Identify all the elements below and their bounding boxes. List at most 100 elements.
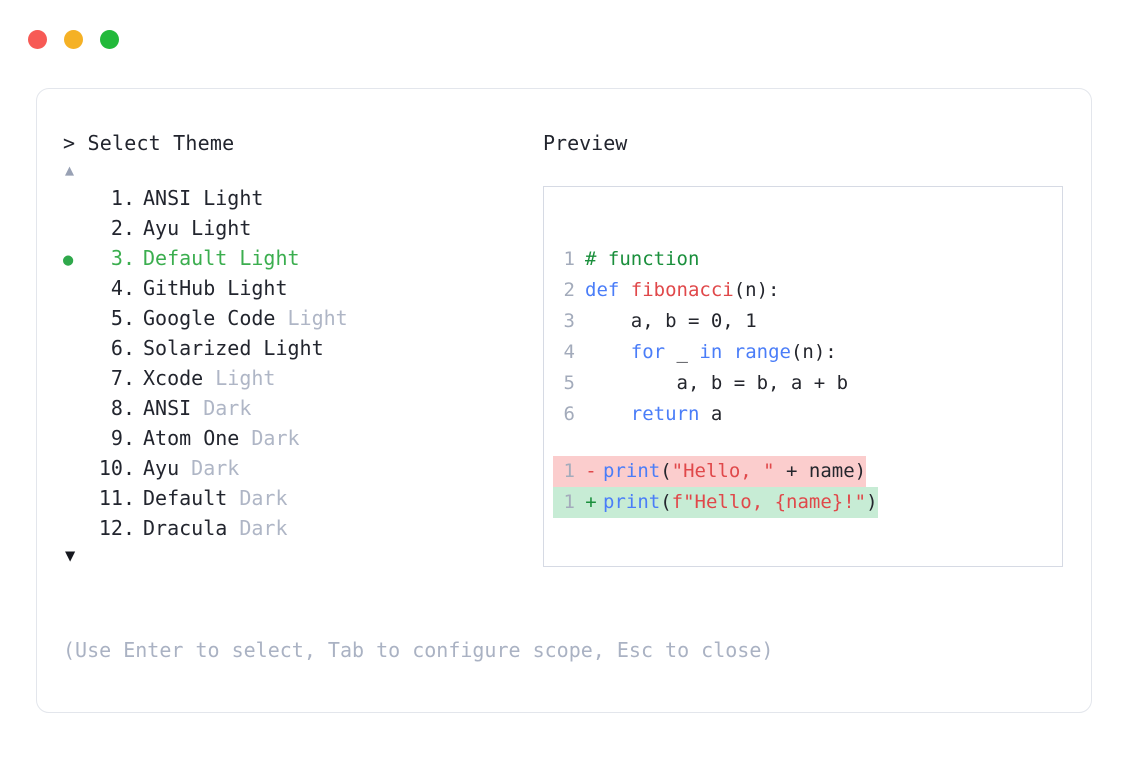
code-token: ( [660, 491, 672, 513]
theme-item-variant: Light [263, 336, 324, 360]
code-token: ) [866, 491, 878, 513]
theme-item-variant: Dark [203, 396, 252, 420]
line-number: 1 [563, 248, 575, 270]
theme-item-variant: Dark [251, 426, 300, 450]
diff-line-minus: 1-print("Hello, " + name) [553, 456, 867, 487]
code-token: _ [665, 341, 700, 363]
theme-item-name: Default [143, 486, 240, 510]
scroll-down-arrow[interactable]: ▼ [65, 546, 76, 566]
theme-item-variant: Light [203, 186, 264, 210]
theme-item-number: 6. [110, 336, 135, 360]
code-line: 5 a, b = b, a + b [553, 368, 1058, 399]
theme-item-number: 5. [110, 306, 135, 330]
theme-item-number: 12. [98, 516, 135, 540]
theme-item-name: Atom One [143, 426, 252, 450]
code-token [722, 341, 733, 363]
theme-list-item[interactable]: 8.ANSI Dark [63, 393, 533, 423]
code-token: in [699, 341, 723, 363]
code-token: "Hello, " [671, 460, 775, 482]
code-token: # function [585, 248, 700, 270]
line-number: 3 [563, 310, 575, 332]
code-line: 1 # function [553, 244, 1058, 275]
code-text: return a [585, 399, 723, 430]
code-token: def [585, 279, 631, 301]
diff-line-plus: 1 + print(f"Hello, {name}!") [553, 487, 878, 518]
theme-item-variant: Light [287, 306, 348, 330]
prompt-label: > Select Theme [63, 131, 235, 155]
keyboard-help: (Use Enter to select, Tab to configure s… [63, 638, 774, 662]
theme-item-variant: Light [191, 216, 252, 240]
code-token [585, 403, 631, 425]
code-token: for [630, 341, 666, 363]
code-token: , [722, 310, 746, 332]
theme-item-name: Google Code [143, 306, 288, 330]
code-line: 4 for _ in range(n): [553, 337, 1058, 368]
code-token: print [603, 460, 661, 482]
code-token: a, b = b, a + b [585, 372, 849, 394]
theme-list-item[interactable]: 10. Ayu Dark [63, 453, 533, 483]
code-token: a, b = [585, 310, 711, 332]
code-token: (n): [790, 341, 837, 363]
theme-item-name: GitHub [143, 276, 228, 300]
theme-list-item[interactable]: ●3.Default Light [63, 243, 533, 273]
code-token [585, 341, 631, 363]
line-number: 1 [563, 460, 575, 482]
line-number: 5 [563, 372, 575, 394]
theme-item-name: Solarized [143, 336, 264, 360]
code-token: ( [660, 460, 672, 482]
theme-item-name: ANSI [143, 186, 204, 210]
code-token: fibonacci [630, 279, 734, 301]
maximize-button[interactable] [100, 30, 119, 49]
line-number: 1 [563, 491, 575, 513]
minimize-button[interactable] [64, 30, 83, 49]
diff-sign: + [585, 491, 597, 513]
scroll-up-arrow[interactable]: ▲ [65, 161, 75, 179]
theme-list-item[interactable]: 9.Atom One Dark [63, 423, 533, 453]
code-line: 6 return a [553, 399, 1058, 430]
line-number: 4 [563, 341, 575, 363]
theme-list-item[interactable]: 1. ANSI Light [63, 183, 533, 213]
code-token: 0 [710, 310, 723, 332]
theme-list-item[interactable]: 2.Ayu Light [63, 213, 533, 243]
preview-title: Preview [543, 131, 628, 155]
theme-list-item[interactable]: 5. Google Code Light [63, 303, 533, 333]
theme-item-number: 10. [98, 456, 135, 480]
theme-list-item[interactable]: 7.Xcode Light [63, 363, 533, 393]
code-line: 3 a, b = 0, 1 [553, 306, 1058, 337]
code-token: range [733, 341, 791, 363]
window-controls [28, 30, 119, 49]
theme-list-item[interactable]: 11. Default Dark [63, 483, 533, 513]
theme-item-name: Default [143, 246, 240, 270]
close-button[interactable] [28, 30, 47, 49]
theme-item-number: 2. [110, 216, 135, 240]
theme-item-variant: Light [227, 276, 288, 300]
theme-item-variant: Dark [191, 456, 240, 480]
code-token: 1 [745, 310, 757, 332]
theme-item-number: 4. [110, 276, 135, 300]
code-text: # function [585, 244, 699, 275]
code-token: + name) [774, 460, 867, 482]
code-text: print(f"Hello, {name}!") [603, 487, 878, 518]
theme-item-name: Ayu [143, 456, 192, 480]
theme-item-name: Xcode [143, 366, 216, 390]
theme-list-item[interactable]: 12. Dracula Dark [63, 513, 533, 543]
code-text: a, b = b, a + b [585, 368, 849, 399]
theme-item-number: 11. [98, 486, 135, 510]
theme-item-variant: Dark [239, 486, 288, 510]
theme-item-name: Dracula [143, 516, 240, 540]
code-token: (n): [733, 279, 780, 301]
theme-list-item[interactable]: 6. Solarized Light [63, 333, 533, 363]
code-text: print("Hello, " + name) [603, 456, 866, 487]
theme-item-variant: Light [239, 246, 300, 270]
theme-item-number: 1. [110, 186, 135, 210]
theme-item-variant: Dark [239, 516, 288, 540]
selection-bullet-icon: ● [63, 250, 74, 270]
line-number: 2 [563, 279, 575, 301]
theme-list-item[interactable]: 4. GitHub Light [63, 273, 533, 303]
